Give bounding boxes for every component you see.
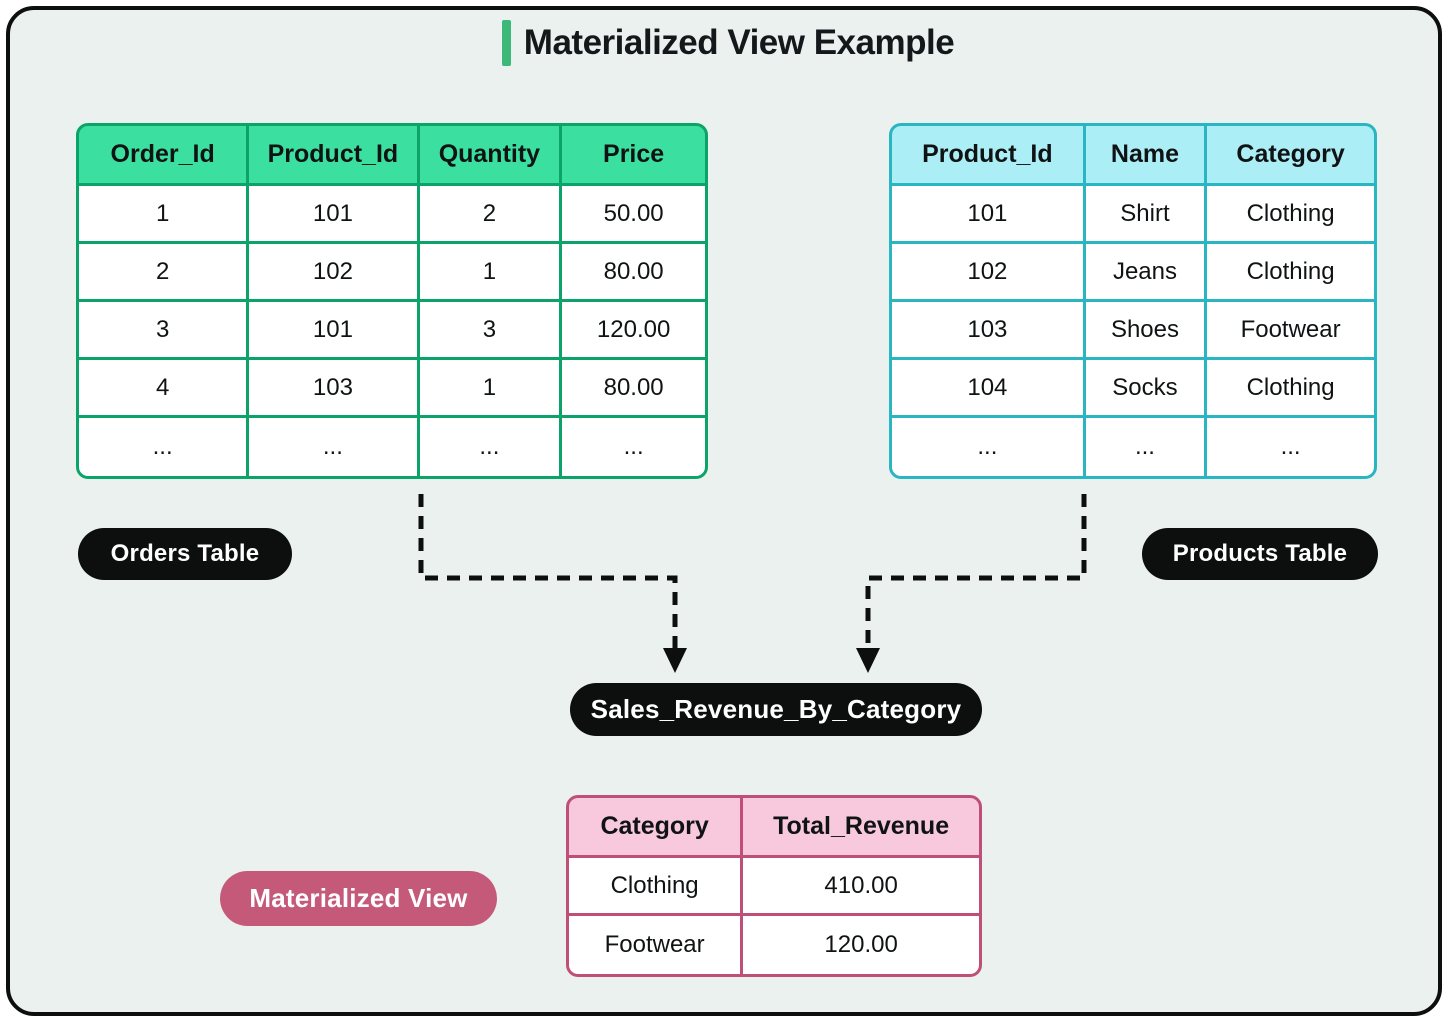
table-cell: 103 — [249, 360, 420, 418]
table-cell: ... — [419, 418, 563, 476]
table-cell: 103 — [892, 302, 1086, 360]
table-cell: 101 — [249, 302, 420, 360]
table-cell: 4 — [79, 360, 250, 418]
products-table-label-pill: Products Table — [1142, 528, 1378, 580]
table-cell: 104 — [892, 360, 1086, 418]
table-cell: 102 — [249, 244, 420, 302]
page-title-text: Materialized View Example — [523, 23, 955, 62]
table-cell: 1 — [419, 360, 563, 418]
title-accent-bar — [501, 20, 511, 66]
table-cell: 101 — [892, 186, 1086, 244]
table-cell: Socks — [1085, 360, 1208, 418]
table-cell: Footwear — [1207, 302, 1374, 360]
view-name-pill: Sales_Revenue_By_Category — [570, 683, 982, 736]
column-header: Name — [1085, 126, 1208, 186]
column-header: Category — [1207, 126, 1374, 186]
column-header: Category — [569, 798, 744, 858]
table-cell: 50.00 — [562, 186, 705, 244]
table-cell: 80.00 — [562, 244, 705, 302]
column-header: Product_Id — [249, 126, 420, 186]
table-cell: 1 — [79, 186, 250, 244]
column-header: Total_Revenue — [743, 798, 979, 858]
table-cell: Clothing — [1207, 244, 1374, 302]
column-header: Order_Id — [79, 126, 250, 186]
table-row: ............ — [79, 418, 705, 476]
table-cell: 120.00 — [743, 916, 979, 974]
table-cell: 2 — [419, 186, 563, 244]
orders-table-label-pill: Orders Table — [78, 528, 292, 580]
table-cell: ... — [1207, 418, 1374, 476]
page-title: Materialized View Example — [0, 20, 1456, 66]
column-header: Price — [562, 126, 705, 186]
table-cell: 1 — [419, 244, 563, 302]
table-cell: 102 — [892, 244, 1086, 302]
table-cell: 3 — [419, 302, 563, 360]
table-cell: Clothing — [1207, 360, 1374, 418]
table-cell: 2 — [79, 244, 250, 302]
table-cell: Clothing — [1207, 186, 1374, 244]
table-cell: 80.00 — [562, 360, 705, 418]
column-header: Product_Id — [892, 126, 1086, 186]
table-cell: ... — [892, 418, 1086, 476]
table-cell: 410.00 — [743, 858, 979, 916]
table-cell: 120.00 — [562, 302, 705, 360]
table-cell: Footwear — [569, 916, 744, 974]
table-cell: ... — [79, 418, 250, 476]
table-cell: Jeans — [1085, 244, 1208, 302]
column-header: Quantity — [419, 126, 563, 186]
table-cell: 101 — [249, 186, 420, 244]
table-cell: Shoes — [1085, 302, 1208, 360]
table-cell: Shirt — [1085, 186, 1208, 244]
materialized-view-label-pill: Materialized View — [220, 871, 497, 926]
table-cell: ... — [1085, 418, 1208, 476]
table-cell: ... — [249, 418, 420, 476]
table-row: ......... — [892, 418, 1374, 476]
table-cell: ... — [562, 418, 705, 476]
table-cell: 3 — [79, 302, 250, 360]
table-cell: Clothing — [569, 858, 744, 916]
